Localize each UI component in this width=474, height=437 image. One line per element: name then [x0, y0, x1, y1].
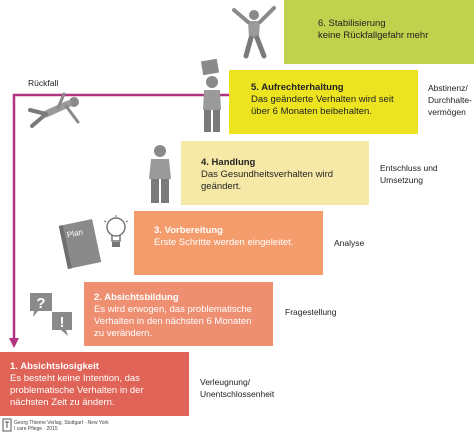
stage-5-desc: Das geänderte Verhalten wird seit über 6… — [251, 94, 394, 117]
copyright-line-1: Georg Thieme Verlag, Stuttgart · New Yor… — [14, 420, 109, 426]
stage-5-box: 5. Aufrechterhaltung Das geänderte Verha… — [229, 70, 418, 134]
stage-1-desc: Es besteht keine Intention, das problema… — [10, 373, 144, 408]
stage-4-title: 4. Handlung — [201, 157, 256, 168]
stage-4-desc: Das Gesundheitsverhalten wird geändert. — [201, 169, 334, 192]
stage-1-side-label: Verleugnung/ Unentschlossenheit — [200, 377, 275, 399]
lightbulb-icon — [103, 215, 129, 247]
stage-2-side-label: Fragestellung — [285, 307, 337, 317]
copyright-line-2: I care Pflege · 2015 — [14, 426, 58, 432]
stage-3-box: 3. Vorbereitung Erste Schritte werden ei… — [134, 211, 323, 275]
stage-5-side-label: Abstinenz/ Durchhalte-vermögen — [428, 83, 472, 117]
relapse-label: Rückfall — [28, 78, 59, 88]
stage-2-box: 2. Absichtsbildung Es wird erwogen, das … — [84, 282, 273, 346]
person-holding-sign-icon — [200, 58, 221, 132]
jumping-person-icon — [232, 6, 276, 59]
stage-6-title: 6. Stabilisierung — [318, 18, 386, 29]
question-mark-icon: ? — [30, 293, 52, 317]
svg-text:?: ? — [36, 295, 45, 312]
svg-text:!: ! — [60, 314, 65, 331]
stage-5-title: 5. Aufrechterhaltung — [251, 82, 344, 93]
stage-2-title: 2. Absichtsbildung — [94, 292, 179, 303]
stage-3-desc: Erste Schritte werden eingeleitet. — [154, 237, 294, 248]
stage-2-desc: Es wird erwogen, das problematische Verh… — [94, 304, 252, 339]
stage-1-box: 1. Absichtslosigkeit Es besteht keine In… — [0, 352, 189, 416]
plan-book-icon — [58, 218, 102, 270]
standing-person-icon — [149, 145, 171, 203]
stage-6-box: 6. Stabilisierung keine Rückfallgefahr m… — [284, 0, 474, 64]
stage-4-box: 4. Handlung Das Gesundheitsverhalten wir… — [181, 141, 369, 205]
stage-3-side-label: Analyse — [334, 238, 365, 248]
stage-3-title: 3. Vorbereitung — [154, 225, 223, 236]
copyright-text: Georg Thieme Verlag, Stuttgart · New Yor… — [14, 420, 109, 432]
exclamation-mark-icon: ! — [52, 312, 72, 336]
publisher-logo-icon — [2, 418, 12, 432]
falling-person-icon — [28, 92, 80, 128]
stage-1-title: 1. Absichtslosigkeit — [10, 361, 99, 372]
stage-4-side-label: Entschluss und Umsetzung — [380, 163, 438, 185]
stage-6-desc: keine Rückfallgefahr mehr — [318, 30, 429, 41]
